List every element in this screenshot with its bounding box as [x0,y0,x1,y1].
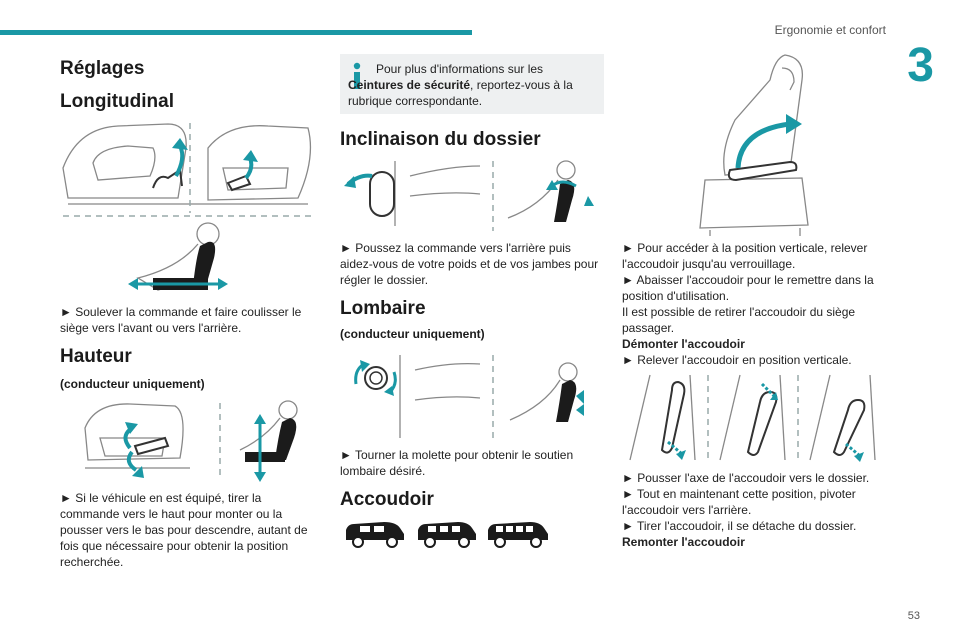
info-icon [353,62,361,89]
info-text: Pour plus d'informations sur les Ceintur… [348,62,573,108]
longitudinal-illustration [62,123,313,291]
demonter-text: ► Relever l'accoudoir en position vertic… [622,353,852,367]
heading-longitudinal: Longitudinal [60,91,174,112]
armrest-instructions: ► Pour accéder à la position verticale, … [622,240,890,368]
inclinaison-text: ► Poussez la commande vers l'arrière pui… [340,241,599,287]
lombaire-illustration [354,355,584,440]
van-short-icon [346,522,404,548]
lombaire-text: ► Tourner la molette pour obtenir le sou… [340,448,574,478]
info-box: Pour plus d'informations sur les Ceintur… [340,54,604,114]
armrest-line-3: Il est possible de retirer l'accoudoir d… [622,305,856,335]
hauteur-illustration [84,400,298,482]
remonter-title: Remonter l'accoudoir [622,535,745,549]
vehicle-variants-icons [346,522,548,548]
hauteur-subtitle: (conducteur uniquement) [60,377,205,391]
van-long-icon [488,522,548,548]
armrest-line-2: ► Abaisser l'accoudoir pour le remettre … [622,273,874,303]
armrest-line-1: ► Pour accéder à la position verticale, … [622,241,868,271]
info-text-bold: Ceintures de sécurité [348,78,471,92]
lombaire-subtitle: (conducteur uniquement) [340,327,485,341]
van-medium-icon [418,522,476,548]
heading-accoudoir: Accoudoir [340,489,434,510]
heading-inclinaison: Inclinaison du dossier [340,129,541,150]
hauteur-text: ► Si le véhicule en est équipé, tirer la… [60,491,308,569]
heading-hauteur: Hauteur [60,346,132,367]
armrest-removal-illustration [629,374,876,462]
removal-step-3: ► Tirer l'accoudoir, il se détache du do… [622,519,857,533]
armrest-raise-illustration [699,54,809,236]
inclinaison-illustration [344,160,594,231]
section-title: Ergonomie et confort [774,23,886,37]
removal-steps: ► Pousser l'axe de l'accoudoir vers le d… [622,470,890,550]
longitudinal-text: ► Soulever la commande et faire coulisse… [60,305,302,335]
heading-reglages: Réglages [60,58,145,79]
removal-step-1: ► Pousser l'axe de l'accoudoir vers le d… [622,471,870,485]
heading-lombaire: Lombaire [340,298,426,319]
page-number: 53 [907,610,920,622]
demonter-title: Démonter l'accoudoir [622,337,745,351]
removal-step-2: ► Tout en maintenant cette position, piv… [622,487,856,517]
header-accent-bar [0,30,472,35]
chapter-number: 3 [907,39,934,92]
